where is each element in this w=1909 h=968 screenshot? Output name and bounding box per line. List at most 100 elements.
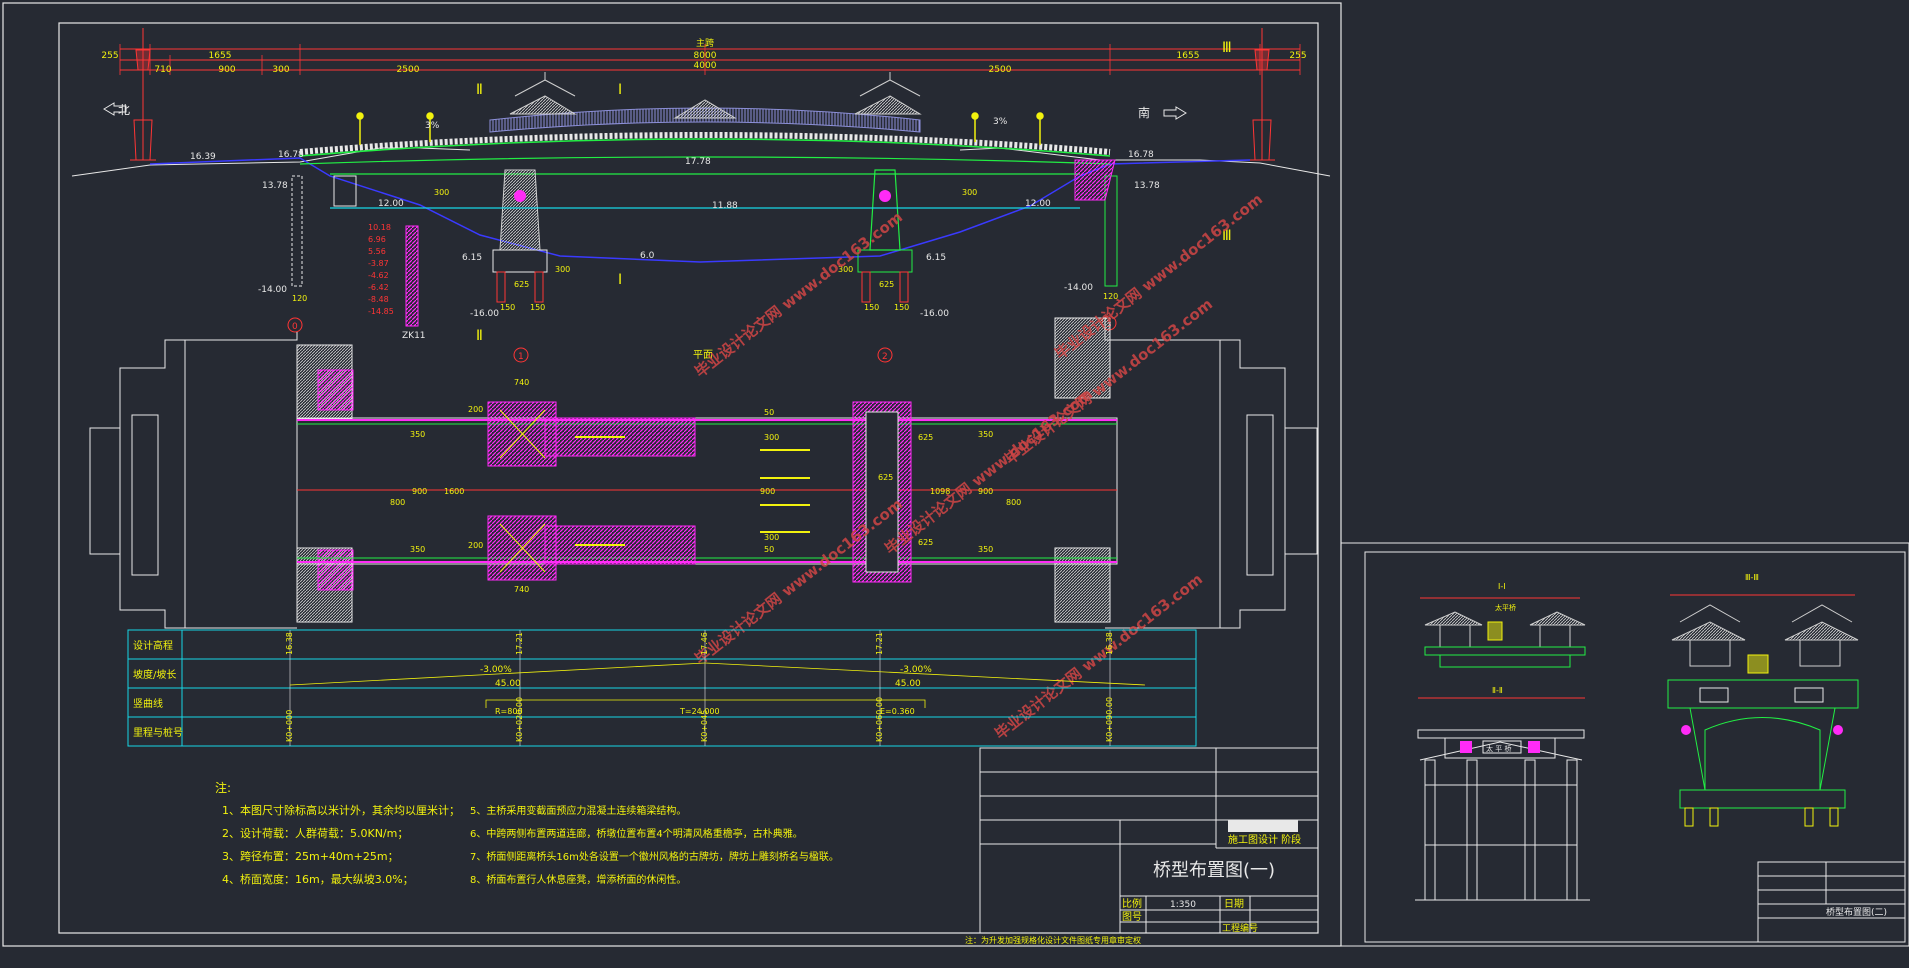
note-item: 7、桥面侧距离桥头16m处各设置一个徽州风格的古牌坊，牌坊上雕刻桥名与楹联。	[470, 850, 839, 863]
plan-right-abutment	[1054, 317, 1318, 629]
plan-dim-740-top: 740	[514, 378, 529, 387]
top-dimension-lines	[119, 44, 1301, 75]
borehole-level: -8.48	[368, 295, 389, 304]
elev-left-cap: 13.78	[262, 181, 288, 191]
pier-dim-300-cap-left: 300	[555, 265, 570, 274]
borehole-level: -4.62	[368, 271, 389, 280]
pier-dim-300-right: 300	[962, 188, 977, 197]
pier-dim-150c: 150	[864, 303, 879, 312]
watermark: 毕业设计论文网 www.doc163.com	[691, 208, 906, 381]
borehole-column: ZK11	[402, 225, 426, 341]
plan-dim-625a: 625	[918, 433, 933, 442]
elevation-view: 主跨 8000 4000 1655 1655 255 255 710 900 3…	[71, 28, 1331, 344]
note-item: 5、主桥采用变截面预应力混凝土连续箱梁结构。	[470, 804, 686, 817]
section-title-3: Ⅲ-Ⅲ	[1745, 573, 1759, 582]
plan-dim-900-right: 900	[978, 487, 993, 496]
date-label: 日期	[1224, 898, 1244, 910]
elev-left-bank: 16.39	[190, 152, 216, 162]
table-curve: E=0.360	[880, 707, 915, 716]
plan-dim-50a: 50	[764, 408, 774, 417]
notes-block: 注: 1、本图尺寸除标高以米计外，其余均以厘米计； 2、设计荷载：人群荷载：5.…	[215, 780, 1141, 945]
elev-water-mid: 11.88	[712, 201, 738, 211]
elev-water-right: 12.00	[1025, 199, 1051, 209]
sheet2-section-2: Ⅱ-Ⅱ 太 平 桥	[1415, 686, 1590, 901]
elev-river-bed: 6.0	[640, 251, 655, 261]
watermarks: 毕业设计论文网 www.doc163.com 毕业设计论文网 www.doc16…	[691, 190, 1266, 743]
table-station: K0+000	[285, 710, 294, 742]
pier-dim-300-cap-right: 300	[838, 265, 853, 274]
plan-dim-350-tr: 350	[978, 430, 993, 439]
title-block: 施工图设计 阶段 桥型布置图(一) 比例 1:350 日期 图号 工程编号	[979, 747, 1319, 934]
borehole-level: -14.85	[368, 307, 394, 316]
north-label: 北	[118, 103, 130, 117]
dim-span-mid: 4000	[694, 61, 717, 71]
footer-note: 注：为升发加强规格化设计文件图纸专用章审定权	[965, 935, 1141, 945]
table-elev: 17.21	[515, 632, 524, 655]
north-arrow-icon: 北	[103, 102, 130, 117]
table-row-label: 里程与桩号	[133, 726, 183, 739]
slope-left: 3%	[425, 121, 440, 131]
abutment-left	[291, 175, 357, 287]
elev-pier-right: 6.15	[926, 253, 946, 263]
elevation-labels: 16.39 16.78 16.78 17.78 13.78 13.78 12.0…	[190, 117, 1160, 319]
plan-dim-740-bot: 740	[514, 585, 529, 594]
pavilion-name: 太平桥	[1495, 603, 1516, 612]
dim-left-900: 900	[218, 65, 235, 75]
section-title-2: Ⅱ-Ⅱ	[1492, 686, 1503, 695]
borehole-level: -3.87	[368, 259, 389, 268]
dim-right-outer: 1655	[1177, 51, 1200, 61]
ground-line	[71, 147, 471, 177]
plan-dim-350-tl: 350	[410, 430, 425, 439]
dim-right-255: 255	[1289, 51, 1306, 61]
pier-dim-625-right: 625	[879, 280, 894, 289]
pier-2	[857, 169, 913, 303]
table-grade: -3.00%	[900, 665, 932, 675]
plan-dim-200a: 200	[468, 405, 483, 414]
deck-balustrade	[299, 132, 1111, 175]
title-block-bar	[1228, 820, 1298, 832]
plan-dim-800-right: 800	[1006, 498, 1021, 507]
sheet2-section-3: Ⅲ-Ⅲ	[1667, 573, 1859, 827]
notes-title: 注:	[215, 780, 231, 795]
plan-dim-300b: 300	[764, 533, 779, 542]
dim-left-710: 710	[154, 65, 171, 75]
plan-pier-2: 2	[882, 352, 888, 362]
table-row-label: 设计高程	[133, 639, 173, 652]
lamp-tower-right-icon	[1249, 28, 1275, 161]
table-elev: 17.46	[700, 632, 709, 655]
dim-left-outer: 1655	[209, 51, 232, 61]
pier-dimensions: 120 120 300 300 625 625 150 150 150 150 …	[292, 188, 1118, 312]
borehole-name: ZK11	[402, 331, 426, 341]
table-row-label: 竖曲线	[133, 697, 163, 710]
corridor-roof	[489, 72, 922, 133]
deck-lamp-posts	[356, 112, 1044, 145]
borehole-level: -6.42	[368, 283, 389, 292]
section-mark-1: Ⅱ	[476, 82, 483, 98]
plan-pier-1: 1	[518, 352, 524, 362]
pier-1	[492, 169, 548, 303]
plan-dim-300a: 300	[764, 433, 779, 442]
sheet2-title-block: 桥型布置图(二)	[1757, 861, 1906, 943]
dim-left-2500: 2500	[397, 65, 420, 75]
note-item: 6、中跨两侧布置两道连廊，桥墩位置布置4个明清风格重檐亭，古朴典雅。	[470, 827, 803, 840]
table-elev: 16.38	[1105, 632, 1114, 655]
table-station: K0+045	[700, 710, 709, 742]
section-mark-2: Ⅰ	[618, 82, 622, 98]
table-row-label: 坡度/坡长	[133, 668, 176, 681]
section-title-1: Ⅰ-Ⅰ	[1498, 582, 1506, 591]
sheet2-title: 桥型布置图(二)	[1826, 906, 1887, 918]
pier-dim-300-left: 300	[434, 188, 449, 197]
elev-right-deck: 16.78	[1128, 150, 1154, 160]
note-item: 4、桥面宽度：16m，最大纵坡3.0%；	[222, 872, 414, 886]
elev-water-left: 12.00	[378, 199, 404, 209]
elev-left-deck: 16.78	[278, 150, 304, 160]
plan-dim-800-left: 800	[390, 498, 405, 507]
dim-left-255: 255	[101, 51, 118, 61]
table-grade-length: 45.00	[495, 679, 521, 689]
plan-dim-625b: 625	[878, 473, 893, 482]
elev-pile-left: -14.00	[258, 285, 287, 295]
south-arrow-icon: 南	[1138, 105, 1187, 120]
plan-dim-1600: 1600	[444, 487, 464, 496]
pier-dim-120-right: 120	[1103, 292, 1118, 301]
